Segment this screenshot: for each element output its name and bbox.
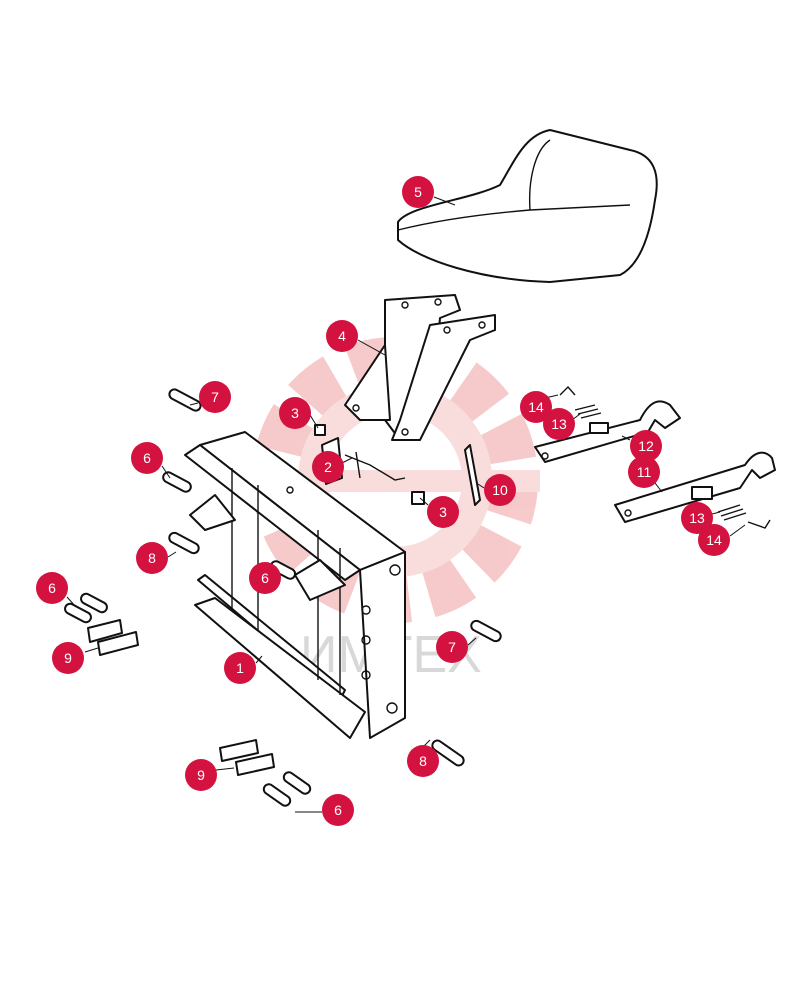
seat-bracket-part <box>344 294 496 441</box>
svg-text:5: 5 <box>414 184 422 200</box>
svg-text:11: 11 <box>637 464 652 480</box>
svg-text:3: 3 <box>439 504 447 520</box>
svg-text:7: 7 <box>211 389 219 405</box>
svg-text:6: 6 <box>334 802 342 818</box>
callout-14-lower: 14 <box>698 524 730 556</box>
callout-3-lower: 3 <box>427 496 459 528</box>
callout-11: 11 <box>628 456 660 488</box>
main-frame-part <box>184 431 406 739</box>
bushing-upper-part <box>314 424 326 436</box>
svg-text:14: 14 <box>528 399 544 415</box>
callout-7-b: 7 <box>436 631 468 663</box>
callout-13-upper: 13 <box>543 408 575 440</box>
svg-text:10: 10 <box>492 482 508 498</box>
svg-text:9: 9 <box>64 650 72 666</box>
svg-text:7: 7 <box>448 639 456 655</box>
lower-lever-part <box>614 451 776 523</box>
svg-text:13: 13 <box>551 416 567 432</box>
svg-text:6: 6 <box>261 570 269 586</box>
callout-3-upper: 3 <box>279 397 311 429</box>
svg-text:13: 13 <box>689 510 705 526</box>
callout-5: 5 <box>402 176 434 208</box>
callout-9-b: 9 <box>185 759 217 791</box>
callout-8-a: 8 <box>136 542 168 574</box>
bushing-lower-part <box>411 491 425 505</box>
callout-14-upper: 14 <box>520 391 552 423</box>
spring-lower-part <box>717 504 771 529</box>
svg-text:12: 12 <box>638 438 654 454</box>
svg-text:9: 9 <box>197 767 205 783</box>
callout-6-d: 6 <box>322 794 354 826</box>
callout-6-c: 6 <box>36 572 68 604</box>
svg-text:6: 6 <box>48 580 56 596</box>
callout-2: 2 <box>312 451 344 483</box>
callout-9-a: 9 <box>52 642 84 674</box>
callout-4: 4 <box>326 320 358 352</box>
seat-part <box>397 129 658 283</box>
callout-12: 12 <box>630 430 662 462</box>
callout-6-a: 6 <box>131 442 163 474</box>
callout-7-a: 7 <box>199 381 231 413</box>
svg-text:6: 6 <box>143 450 151 466</box>
callout-13-lower: 13 <box>681 502 713 534</box>
callout-6-b: 6 <box>249 562 281 594</box>
callout-1: 1 <box>224 652 256 684</box>
svg-text:4: 4 <box>338 328 346 344</box>
spring-upper-part <box>559 385 602 419</box>
upper-lever-part <box>534 400 681 463</box>
pins-and-plates <box>64 388 502 807</box>
leader-lines <box>66 196 746 813</box>
svg-text:14: 14 <box>706 532 722 548</box>
chain-part <box>464 444 481 506</box>
callout-10: 10 <box>484 474 516 506</box>
svg-text:1: 1 <box>236 660 244 676</box>
callout-markers: 1 2 3 3 4 5 6 6 6 6 7 7 8 8 9 9 10 11 12… <box>36 176 730 826</box>
svg-text:2: 2 <box>324 459 332 475</box>
callout-8-b: 8 <box>407 745 439 777</box>
svg-text:8: 8 <box>419 753 427 769</box>
svg-text:8: 8 <box>148 550 156 566</box>
svg-text:3: 3 <box>291 405 299 421</box>
